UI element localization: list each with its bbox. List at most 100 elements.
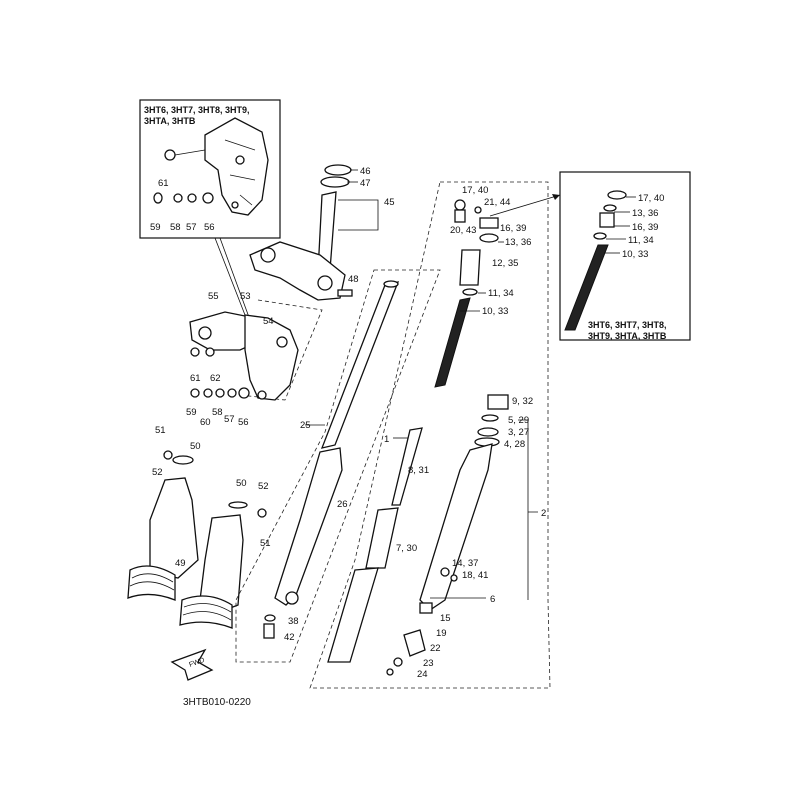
inner-tube-25 (320, 281, 400, 449)
callout-42: 42 (284, 632, 295, 643)
clip-50a (172, 455, 194, 465)
callout-59-b: 59 (186, 407, 197, 418)
callout-57: 57 (186, 222, 197, 233)
fork-spring (434, 297, 471, 388)
callout-58: 58 (170, 222, 181, 233)
callout-59: 59 (150, 222, 161, 233)
inset-models-line2: 3HTA, 3HTB (144, 116, 196, 126)
inset-bracket-variant: 3HT6, 3HT7, 3HT8, 3HT9, 3HTA, 3HTB 61 59… (139, 99, 281, 239)
left-fork-outline (235, 269, 441, 663)
callout-50: 50 (190, 441, 201, 452)
callout-52-b: 52 (258, 481, 269, 492)
callout-51: 51 (155, 425, 166, 436)
callout-21-44: 21, 44 (484, 197, 510, 208)
screw-52b (257, 508, 267, 518)
callout-5-29: 5, 29 (508, 415, 529, 426)
inset-spring-frame (559, 171, 691, 341)
callout-58-b: 58 (212, 407, 223, 418)
callout-4-28: 4, 28 (504, 439, 525, 450)
callout-61: 61 (158, 178, 169, 189)
bolt-48 (337, 289, 353, 297)
damper-rod (391, 427, 423, 506)
inset-spring-variant: 17, 40 13, 36 16, 39 11, 34 10, 33 3HT6,… (489, 171, 691, 341)
callout-25: 25 (300, 420, 311, 431)
callout-19: 19 (436, 628, 447, 639)
callout-57-b: 57 (224, 414, 235, 425)
outer-tube-26 (274, 447, 343, 606)
callout-50-b: 50 (236, 478, 247, 489)
callout-16-39-b: 16, 39 (632, 222, 658, 233)
callout-52: 52 (152, 467, 163, 478)
headlight-bracket-assembly: 55 53 54 62 61 59 60 58 57 56 (186, 291, 299, 428)
inset-models-line1: 3HT6, 3HT7, 3HT8, 3HT9, (144, 105, 250, 115)
callout-17-40-b: 17, 40 (638, 193, 664, 204)
callout-49: 49 (175, 558, 186, 569)
callout-51-b: 51 (260, 538, 271, 549)
axle-holder-22 (403, 629, 426, 657)
callout-11-34: 11, 34 (488, 288, 514, 299)
callout-7-30: 7, 30 (396, 543, 417, 554)
callout-38: 38 (288, 616, 299, 627)
callout-22: 22 (430, 643, 441, 654)
callout-20-43: 20, 43 (450, 225, 476, 236)
callout-62: 62 (210, 373, 221, 384)
callout-1: 1 (384, 434, 389, 445)
fwd-indicator: FWD (170, 648, 214, 681)
callout-13-36-b: 13, 36 (632, 208, 658, 219)
bolt-61b (190, 347, 200, 357)
callout-45: 45 (384, 197, 395, 208)
inner-tube-7 (365, 507, 399, 569)
callout-14-37: 14, 37 (452, 558, 478, 569)
callout-17-40: 17, 40 (462, 185, 488, 196)
fwd-arrow-icon (170, 648, 214, 681)
callout-56-b: 56 (238, 417, 249, 428)
left-fork-assembly: 25 26 38 42 (263, 280, 400, 643)
callout-60: 60 (200, 417, 211, 428)
boot-left-bellows (127, 565, 176, 601)
boot-left (149, 477, 199, 579)
callout-2: 2 (541, 508, 546, 519)
bolt-62 (205, 347, 215, 357)
inset-frame (139, 99, 281, 239)
outer-tube-2 (419, 443, 493, 611)
inner-tube-lower (327, 567, 379, 663)
callout-23: 23 (423, 658, 434, 669)
washer-38 (264, 614, 276, 622)
callout-24: 24 (417, 669, 428, 680)
callout-48: 48 (348, 274, 359, 285)
right-fork-callouts: 17, 40 21, 44 20, 43 16, 39 13, 36 12, 3… (384, 185, 546, 680)
callout-9-32: 9, 32 (512, 396, 533, 407)
callout-11-34-b: 11, 34 (628, 235, 654, 246)
headlight-bracket (204, 117, 269, 216)
callout-3-27: 3, 27 (508, 427, 529, 438)
clip-50b (228, 501, 248, 509)
callout-53: 53 (240, 291, 251, 302)
spring-variant (564, 244, 609, 331)
callout-6: 6 (490, 594, 495, 605)
callout-61-b: 61 (190, 373, 201, 384)
steering-stem-assembly: 46 47 45 48 (249, 164, 395, 301)
inset-spring-models-line2: 3HT9, 3HTA, 3HTB (588, 331, 667, 341)
callout-15: 15 (440, 613, 451, 624)
callout-26: 26 (337, 499, 348, 510)
callout-47: 47 (360, 178, 371, 189)
bolt-42 (263, 623, 275, 639)
callout-16-39: 16, 39 (500, 223, 526, 234)
callout-8-31: 8, 31 (408, 465, 429, 476)
right-fork-internals (327, 199, 509, 676)
callout-46: 46 (360, 166, 371, 177)
spacer-12 (459, 249, 481, 286)
callout-10-33: 10, 33 (482, 306, 508, 317)
inset-spring-models-line1: 3HT6, 3HT7, 3HT8, (588, 320, 667, 330)
right-fork-outline (309, 181, 551, 689)
callout-18-41: 18, 41 (462, 570, 488, 581)
callout-56: 56 (204, 222, 215, 233)
bolt-61a (164, 149, 176, 161)
figure-code: 3HTB010-0220 (183, 697, 251, 708)
callout-54: 54 (263, 316, 274, 327)
callout-10-33-b: 10, 33 (622, 249, 648, 260)
fork-boots: 51 50 52 49 50 52 51 (127, 425, 271, 629)
seal-9 (487, 394, 509, 410)
